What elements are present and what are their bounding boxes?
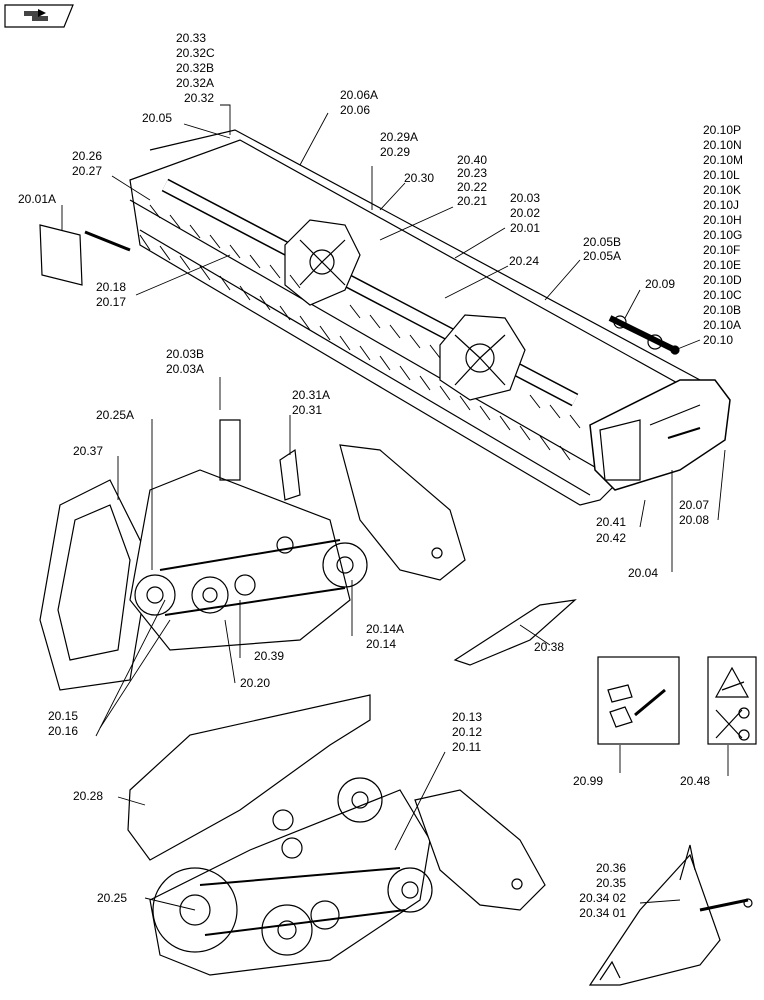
callout-20-15[interactable]: 20.15: [48, 709, 79, 723]
callout-20-48[interactable]: 20.48: [680, 774, 711, 788]
callout-20-10[interactable]: 20.10: [703, 333, 734, 347]
callout-20-36[interactable]: 20.36: [595, 861, 626, 875]
callout-20-18[interactable]: 20.18: [96, 280, 127, 294]
reel-spider: [284, 219, 361, 306]
callout-20-01A[interactable]: 20.01A: [18, 192, 57, 206]
callout-20-26[interactable]: 20.26: [72, 149, 103, 163]
callout-20-21[interactable]: 20.21: [457, 194, 488, 208]
callout-20-34-02[interactable]: 20.34 02: [579, 891, 626, 905]
callout-20-10M[interactable]: 20.10M: [703, 153, 744, 167]
callout-20-04[interactable]: 20.04: [628, 566, 659, 580]
callout-20-41[interactable]: 20.41: [596, 515, 627, 529]
callout-20-02[interactable]: 20.02: [510, 206, 541, 220]
callout-20-29A[interactable]: 20.29A: [380, 130, 419, 144]
callout-20-13[interactable]: 20.13: [452, 710, 483, 724]
callout-20-05A[interactable]: 20.05A: [583, 249, 622, 263]
callout-20-17[interactable]: 20.17: [96, 295, 127, 309]
plate-part: [39, 224, 131, 286]
callout-20-42[interactable]: 20.42: [596, 531, 627, 545]
callout-20-10G[interactable]: 20.10G: [703, 228, 743, 242]
reel-spider: [439, 314, 526, 401]
callout-20-14A[interactable]: 20.14A: [366, 622, 405, 636]
callout-20-28[interactable]: 20.28: [73, 789, 104, 803]
callout-20-31A[interactable]: 20.31A: [292, 388, 331, 402]
callout-20-35[interactable]: 20.35: [595, 876, 626, 890]
callout-20-99[interactable]: 20.99: [573, 774, 604, 788]
callout-20-10P[interactable]: 20.10P: [703, 123, 742, 137]
callout-20-12[interactable]: 20.12: [452, 725, 483, 739]
callout-20-34-01[interactable]: 20.34 01: [579, 906, 626, 920]
callout-20-27[interactable]: 20.27: [72, 164, 103, 178]
callout-20-11[interactable]: 20.11: [452, 740, 482, 754]
knife-section: [453, 599, 577, 666]
reel-assembly: [129, 129, 731, 506]
callout-20-10J[interactable]: 20.10J: [703, 198, 740, 212]
callout-20-10H[interactable]: 20.10H: [703, 213, 742, 227]
callout-20-25[interactable]: 20.25: [97, 891, 128, 905]
callout-20-22[interactable]: 20.22: [457, 180, 488, 194]
callout-20-30[interactable]: 20.30: [404, 171, 435, 185]
drive-assembly: [39, 419, 466, 691]
callout-20-14[interactable]: 20.14: [366, 637, 397, 651]
callout-20-10E[interactable]: 20.10E: [703, 258, 742, 272]
callout-20-05B[interactable]: 20.05B: [583, 235, 622, 249]
callout-20-08[interactable]: 20.08: [679, 513, 710, 527]
callout-20-06A[interactable]: 20.06A: [340, 88, 379, 102]
callout-20-25A[interactable]: 20.25A: [96, 408, 135, 422]
callout-20-23[interactable]: 20.23: [457, 166, 488, 180]
callout-20-24[interactable]: 20.24: [509, 254, 540, 268]
callout-20-38[interactable]: 20.38: [534, 640, 565, 654]
callout-20-10C[interactable]: 20.10C: [703, 288, 742, 302]
lower-drive-assembly: [127, 694, 546, 976]
callout-20-01[interactable]: 20.01: [510, 221, 541, 235]
callout-20-10F[interactable]: 20.10F: [703, 243, 741, 257]
callout-20-32C[interactable]: 20.32C: [176, 46, 215, 60]
callout-20-10L[interactable]: 20.10L: [703, 168, 740, 182]
callout-20-10B[interactable]: 20.10B: [703, 303, 742, 317]
callout-20-07[interactable]: 20.07: [679, 498, 710, 512]
leader-lines: [61, 104, 729, 911]
callout-20-10D[interactable]: 20.10D: [703, 273, 742, 287]
callout-20-32B[interactable]: 20.32B: [176, 61, 215, 75]
callout-20-03B[interactable]: 20.03B: [166, 347, 205, 361]
callout-20-31[interactable]: 20.31: [292, 403, 323, 417]
callout-20-06[interactable]: 20.06: [340, 103, 371, 117]
book-back-icon: [4, 4, 74, 28]
callout-20-16[interactable]: 20.16: [48, 724, 79, 738]
callout-20-10K[interactable]: 20.10K: [703, 183, 742, 197]
callout-20-33[interactable]: 20.33: [176, 31, 207, 45]
kit-box-20-99: [597, 656, 680, 745]
callout-20-37[interactable]: 20.37: [73, 444, 104, 458]
callout-20-09[interactable]: 20.09: [645, 277, 676, 291]
decal-box-20-48: [707, 656, 757, 745]
callout-20-05[interactable]: 20.05: [142, 111, 173, 125]
callout-20-20[interactable]: 20.20: [240, 676, 271, 690]
callout-20-10N[interactable]: 20.10N: [703, 138, 742, 152]
callout-20-32[interactable]: 20.32: [184, 91, 215, 105]
callout-20-10A[interactable]: 20.10A: [703, 318, 742, 332]
callout-20-40[interactable]: 20.40: [457, 153, 488, 167]
callout-20-39[interactable]: 20.39: [254, 649, 285, 663]
callout-20-03[interactable]: 20.03: [510, 191, 541, 205]
callout-20-29[interactable]: 20.29: [380, 145, 411, 159]
crop-divider: [588, 844, 753, 986]
back-nav-button[interactable]: [4, 4, 74, 28]
callout-20-32A[interactable]: 20.32A: [176, 76, 215, 90]
callout-20-03A[interactable]: 20.03A: [166, 362, 205, 376]
